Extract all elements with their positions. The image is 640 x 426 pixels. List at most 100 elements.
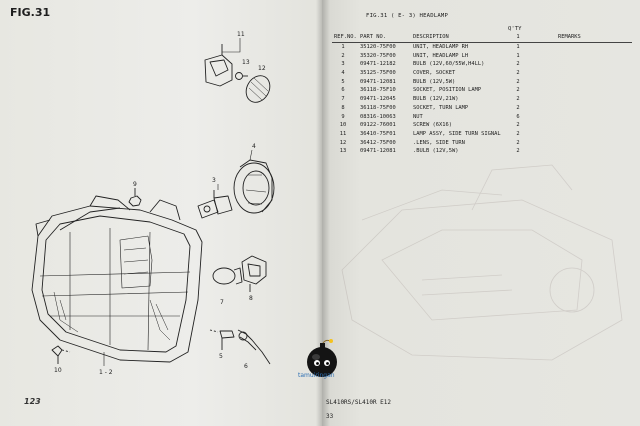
qty-column-label: Q'TY: [508, 26, 522, 32]
row-part: 09471-12081: [360, 78, 396, 85]
col-header-part: PART NO.: [360, 34, 386, 40]
figure-label: FIG.31: [10, 6, 51, 19]
row-part: 08316-10063: [360, 113, 396, 120]
row-part: 35320-75F00: [360, 52, 396, 59]
row-desc: .BULB (12V,5W): [413, 148, 459, 155]
row-part: 36410-75F01: [360, 130, 396, 137]
position-bulb-drawing: [209, 329, 271, 365]
socket-cover-drawing: [233, 159, 275, 214]
row-desc: UNIT, HEADLAMP RH: [413, 44, 469, 50]
row-desc: NUT: [413, 113, 423, 120]
callout-4: 4: [252, 143, 256, 150]
row-desc: SCREW (6X16): [413, 122, 452, 129]
row-part: 35120-75F00: [360, 44, 396, 50]
row-ref: 6: [341, 87, 345, 94]
callout-13: 13: [242, 59, 250, 66]
table-row: 3 09471-12182 BULB (12V,60/55W,H4LL) 2: [332, 60, 632, 69]
page-number: 33: [326, 413, 334, 420]
row-qty: 2: [516, 78, 520, 85]
row-qty: 2: [516, 122, 520, 129]
row-qty: 6: [516, 113, 520, 120]
row-qty: 1: [516, 52, 520, 59]
table-row: 11 36410-75F01 LAMP ASSY, SIDE TURN SIGN…: [332, 130, 632, 139]
page-code: 123: [24, 397, 41, 406]
row-desc: .LENS, SIDE TURN: [413, 139, 465, 146]
right-page: [322, 0, 640, 426]
col-header-remarks: REMARKS: [558, 34, 581, 40]
row-qty: 2: [516, 104, 520, 111]
table-header-row: REF.NO. PART NO. DESCRIPTION 1 REMARKS: [332, 32, 632, 43]
side-turn-lamp-drawing: [204, 44, 271, 103]
row-ref: 11: [339, 130, 347, 137]
watermark-text: tamuiringan: [298, 372, 335, 379]
row-ref: 10: [339, 122, 347, 129]
table-row: 6 36118-75F10 SOCKET, POSITION LAMP 2: [332, 86, 632, 95]
row-qty: 2: [516, 139, 520, 146]
footer-model: SL410RS/SL410R E12: [326, 399, 392, 406]
row-qty: 2: [516, 130, 520, 137]
row-desc: UNIT, HEADLAMP LH: [413, 52, 469, 59]
bleed-through-drawing: [341, 164, 623, 361]
row-qty: 2: [516, 87, 520, 94]
table-row: 12 36412-75F00 .LENS, SIDE TURN 2: [332, 139, 632, 148]
row-ref: 9: [341, 113, 345, 120]
row-part: 36118-75F10: [360, 87, 396, 94]
table-row: 4 35125-75F00 COVER, SOCKET 2: [332, 69, 632, 78]
col-header-desc: DESCRIPTION: [413, 34, 449, 40]
callout-10: 10: [54, 367, 62, 374]
table-row: 8 36118-75F00 SOCKET, TURN LAMP 2: [332, 104, 632, 113]
callout-8: 8: [249, 295, 253, 302]
row-ref: 3: [341, 61, 345, 68]
nut-drawing: [128, 188, 142, 207]
table-row: 1 35120-75F00 UNIT, HEADLAMP RH 1: [332, 43, 632, 52]
row-part: 09122-76001: [360, 122, 396, 129]
parts-list-header: FIG.31 ( E- 3) HEADLAMP: [366, 13, 449, 19]
row-part: 09471-12045: [360, 96, 396, 103]
row-part: 09471-12182: [360, 61, 396, 68]
row-desc: COVER, SOCKET: [413, 70, 456, 77]
callout-7: 7: [220, 299, 224, 306]
col-header-ref: REF.NO.: [334, 34, 357, 40]
row-ref: 8: [341, 104, 345, 111]
table-row: 10 09122-76001 SCREW (6X16) 2: [332, 121, 632, 130]
row-qty: 2: [516, 70, 520, 77]
left-page: [0, 0, 322, 426]
row-qty: 2: [516, 148, 520, 155]
callout-6: 6: [244, 363, 248, 370]
row-part: 09471-12081: [360, 148, 396, 155]
row-desc: SOCKET, POSITION LAMP: [413, 87, 482, 94]
row-desc: SOCKET, TURN LAMP: [413, 104, 469, 111]
table-row: 5 09471-12081 BULB (12V,5W) 2: [332, 78, 632, 87]
h4-bulb-drawing: [197, 190, 233, 219]
row-ref: 2: [341, 52, 345, 59]
screw-drawing: [51, 345, 71, 364]
callout-5: 5: [219, 353, 223, 360]
row-ref: 12: [339, 139, 347, 146]
callout-9: 9: [133, 181, 137, 188]
row-qty: 2: [516, 96, 520, 103]
row-ref: 4: [341, 70, 345, 77]
book-gutter: [316, 0, 330, 426]
row-desc: LAMP ASSY, SIDE TURN SIGNAL: [413, 130, 501, 137]
row-ref: 13: [339, 148, 347, 155]
headlamp-exploded-diagram: 11 13 12 4 9 3 7 8 10 1 - 2 5 6: [31, 31, 275, 376]
row-ref: 5: [341, 78, 345, 85]
table-row: 2 35320-75F00 UNIT, HEADLAMP LH 1: [332, 52, 632, 61]
parts-list-table: REF.NO. PART NO. DESCRIPTION 1 REMARKS 1…: [332, 32, 632, 156]
watermark-logo-icon: [307, 339, 337, 377]
row-part: 36412-75F00: [360, 139, 396, 146]
table-row: 7 09471-12045 BULB (12V,21W) 2: [332, 95, 632, 104]
row-desc: BULB (12V,21W): [413, 96, 459, 103]
col-header-qty: 1: [516, 34, 520, 40]
row-qty: 1: [516, 44, 520, 50]
row-qty: 2: [516, 61, 520, 68]
callout-12: 12: [258, 65, 266, 72]
headlamp-unit-drawing: [31, 195, 203, 363]
row-ref: 7: [341, 96, 345, 103]
row-part: 35125-75F00: [360, 70, 396, 77]
row-part: 36118-75F00: [360, 104, 396, 111]
table-row: 13 09471-12081 .BULB (12V,5W) 2: [332, 147, 632, 156]
callout-11: 11: [237, 31, 245, 38]
callout-1-2: 1 - 2: [99, 369, 113, 376]
row-desc: BULB (12V,5W): [413, 78, 456, 85]
